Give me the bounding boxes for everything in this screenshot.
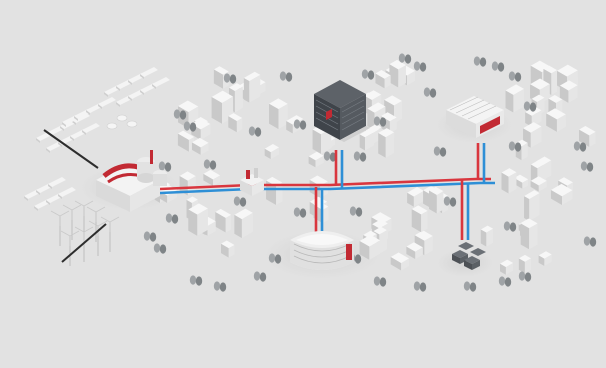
building-block — [501, 168, 516, 193]
tree — [510, 222, 516, 231]
tree — [214, 281, 220, 290]
tree — [360, 152, 366, 161]
tree — [230, 74, 236, 83]
tree — [234, 196, 240, 205]
tree — [374, 116, 380, 125]
tree — [249, 126, 255, 135]
tree — [150, 232, 156, 241]
tree — [470, 282, 476, 291]
tree — [434, 146, 440, 155]
tree — [504, 221, 510, 230]
tree — [255, 127, 261, 136]
tree — [380, 277, 386, 286]
tree — [581, 161, 587, 170]
tree — [580, 142, 586, 151]
tree — [524, 101, 530, 110]
tree — [584, 236, 590, 245]
tree — [180, 110, 186, 119]
building-block — [188, 203, 208, 235]
tree — [515, 142, 521, 151]
tree — [166, 213, 172, 222]
tree — [324, 151, 330, 160]
tree — [174, 109, 180, 118]
tree — [474, 56, 480, 65]
building-block — [521, 219, 538, 250]
tree — [590, 237, 596, 246]
building-block — [269, 98, 288, 129]
building-block — [481, 226, 493, 247]
tree — [254, 271, 260, 280]
tree — [444, 196, 450, 205]
tree — [280, 71, 286, 80]
tree — [509, 141, 515, 150]
tree — [368, 70, 374, 79]
tree — [464, 281, 470, 290]
tree — [224, 73, 230, 82]
tree — [269, 253, 275, 262]
building-block — [524, 190, 540, 221]
building-block — [519, 255, 531, 273]
tree — [480, 57, 486, 66]
tree — [275, 254, 281, 263]
tree — [525, 272, 531, 281]
building-block — [378, 128, 394, 158]
tree — [430, 88, 436, 97]
tree — [499, 276, 505, 285]
tree — [210, 160, 216, 169]
tree — [440, 147, 446, 156]
tree — [350, 206, 356, 215]
tree — [374, 276, 380, 285]
tree — [405, 54, 411, 63]
tree — [380, 117, 386, 126]
tree — [414, 281, 420, 290]
tree — [240, 197, 246, 206]
tree — [159, 161, 165, 170]
tree — [220, 282, 226, 291]
tree — [190, 275, 196, 284]
tree — [172, 214, 178, 223]
tree — [300, 120, 306, 129]
tree — [362, 69, 368, 78]
tree — [196, 276, 202, 285]
tree — [354, 151, 360, 160]
tree — [294, 119, 300, 128]
tree — [515, 72, 521, 81]
tree — [519, 271, 525, 280]
building-block — [389, 60, 406, 88]
tree — [204, 159, 210, 168]
tree — [420, 282, 426, 291]
tree — [399, 53, 405, 62]
tree — [184, 121, 190, 130]
tree — [492, 61, 498, 70]
tree — [505, 277, 511, 286]
building-block — [429, 187, 443, 214]
tree — [420, 62, 426, 71]
tree — [414, 61, 420, 70]
tree — [450, 197, 456, 206]
tree — [530, 102, 536, 111]
tree — [355, 254, 361, 263]
tree — [190, 122, 196, 131]
tree — [300, 208, 306, 217]
tree — [260, 272, 266, 281]
tree — [286, 72, 292, 81]
tree — [144, 231, 150, 240]
tree — [509, 71, 515, 80]
round-building-icon — [290, 231, 354, 270]
tree — [294, 207, 300, 216]
tree — [424, 87, 430, 96]
tree — [165, 162, 171, 171]
tree — [154, 243, 160, 252]
tree — [574, 141, 580, 150]
tree — [160, 244, 166, 253]
tree — [587, 162, 593, 171]
tree — [498, 62, 504, 71]
tree — [356, 207, 362, 216]
